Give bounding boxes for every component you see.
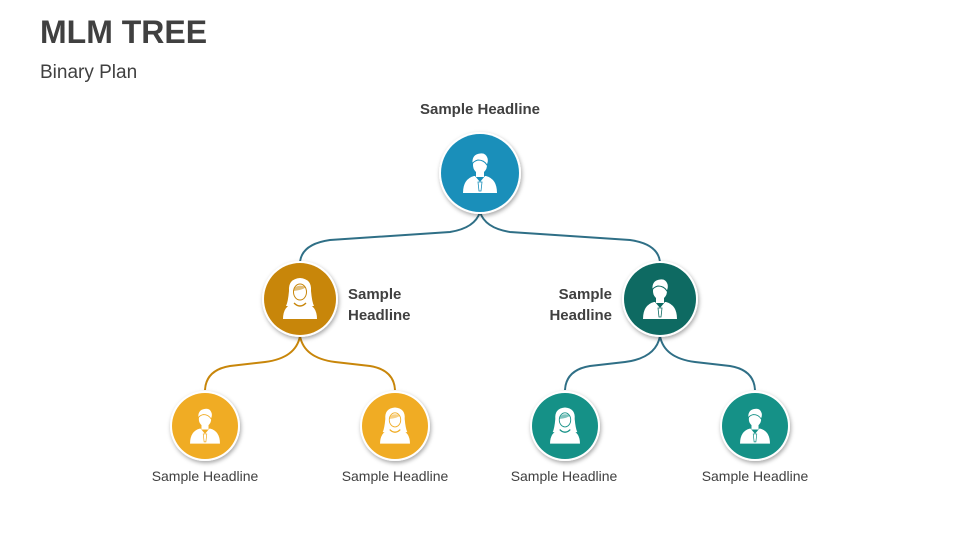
- node-leaf-4: [720, 391, 790, 461]
- level1-right-label-line1: Sample: [558, 286, 612, 303]
- leaf-4-label: Sample Headline: [701, 468, 809, 484]
- level1-left-label-line2: Headline: [348, 307, 411, 324]
- node-leaf-1: [170, 391, 240, 461]
- connector-left-leaf1: [204, 335, 301, 391]
- page-title: MLM TREE: [40, 14, 208, 50]
- node-leaf-3: [530, 391, 600, 461]
- connector-root-left: [299, 211, 481, 263]
- level1-left-label-line1: Sample: [348, 286, 402, 303]
- page-subtitle: Binary Plan: [40, 62, 138, 83]
- leaf-1-label: Sample Headline: [151, 468, 259, 484]
- leaf-2-label: Sample Headline: [341, 468, 449, 484]
- node-level1-left: [262, 261, 338, 337]
- level1-right-label: Sample Headline: [532, 284, 612, 326]
- node-leaf-2: [360, 391, 430, 461]
- connector-root-right: [479, 211, 661, 263]
- connector-right-leaf4: [659, 335, 756, 391]
- leaf-3-label: Sample Headline: [510, 468, 618, 484]
- node-level1-right: [622, 261, 698, 337]
- connector-left-leaf2: [299, 335, 396, 391]
- level1-right-label-line2: Headline: [549, 307, 612, 324]
- level1-left-label: Sample Headline: [348, 284, 411, 326]
- node-root: [439, 132, 521, 214]
- root-label: Sample Headline: [419, 101, 541, 118]
- connector-right-leaf3: [564, 335, 661, 391]
